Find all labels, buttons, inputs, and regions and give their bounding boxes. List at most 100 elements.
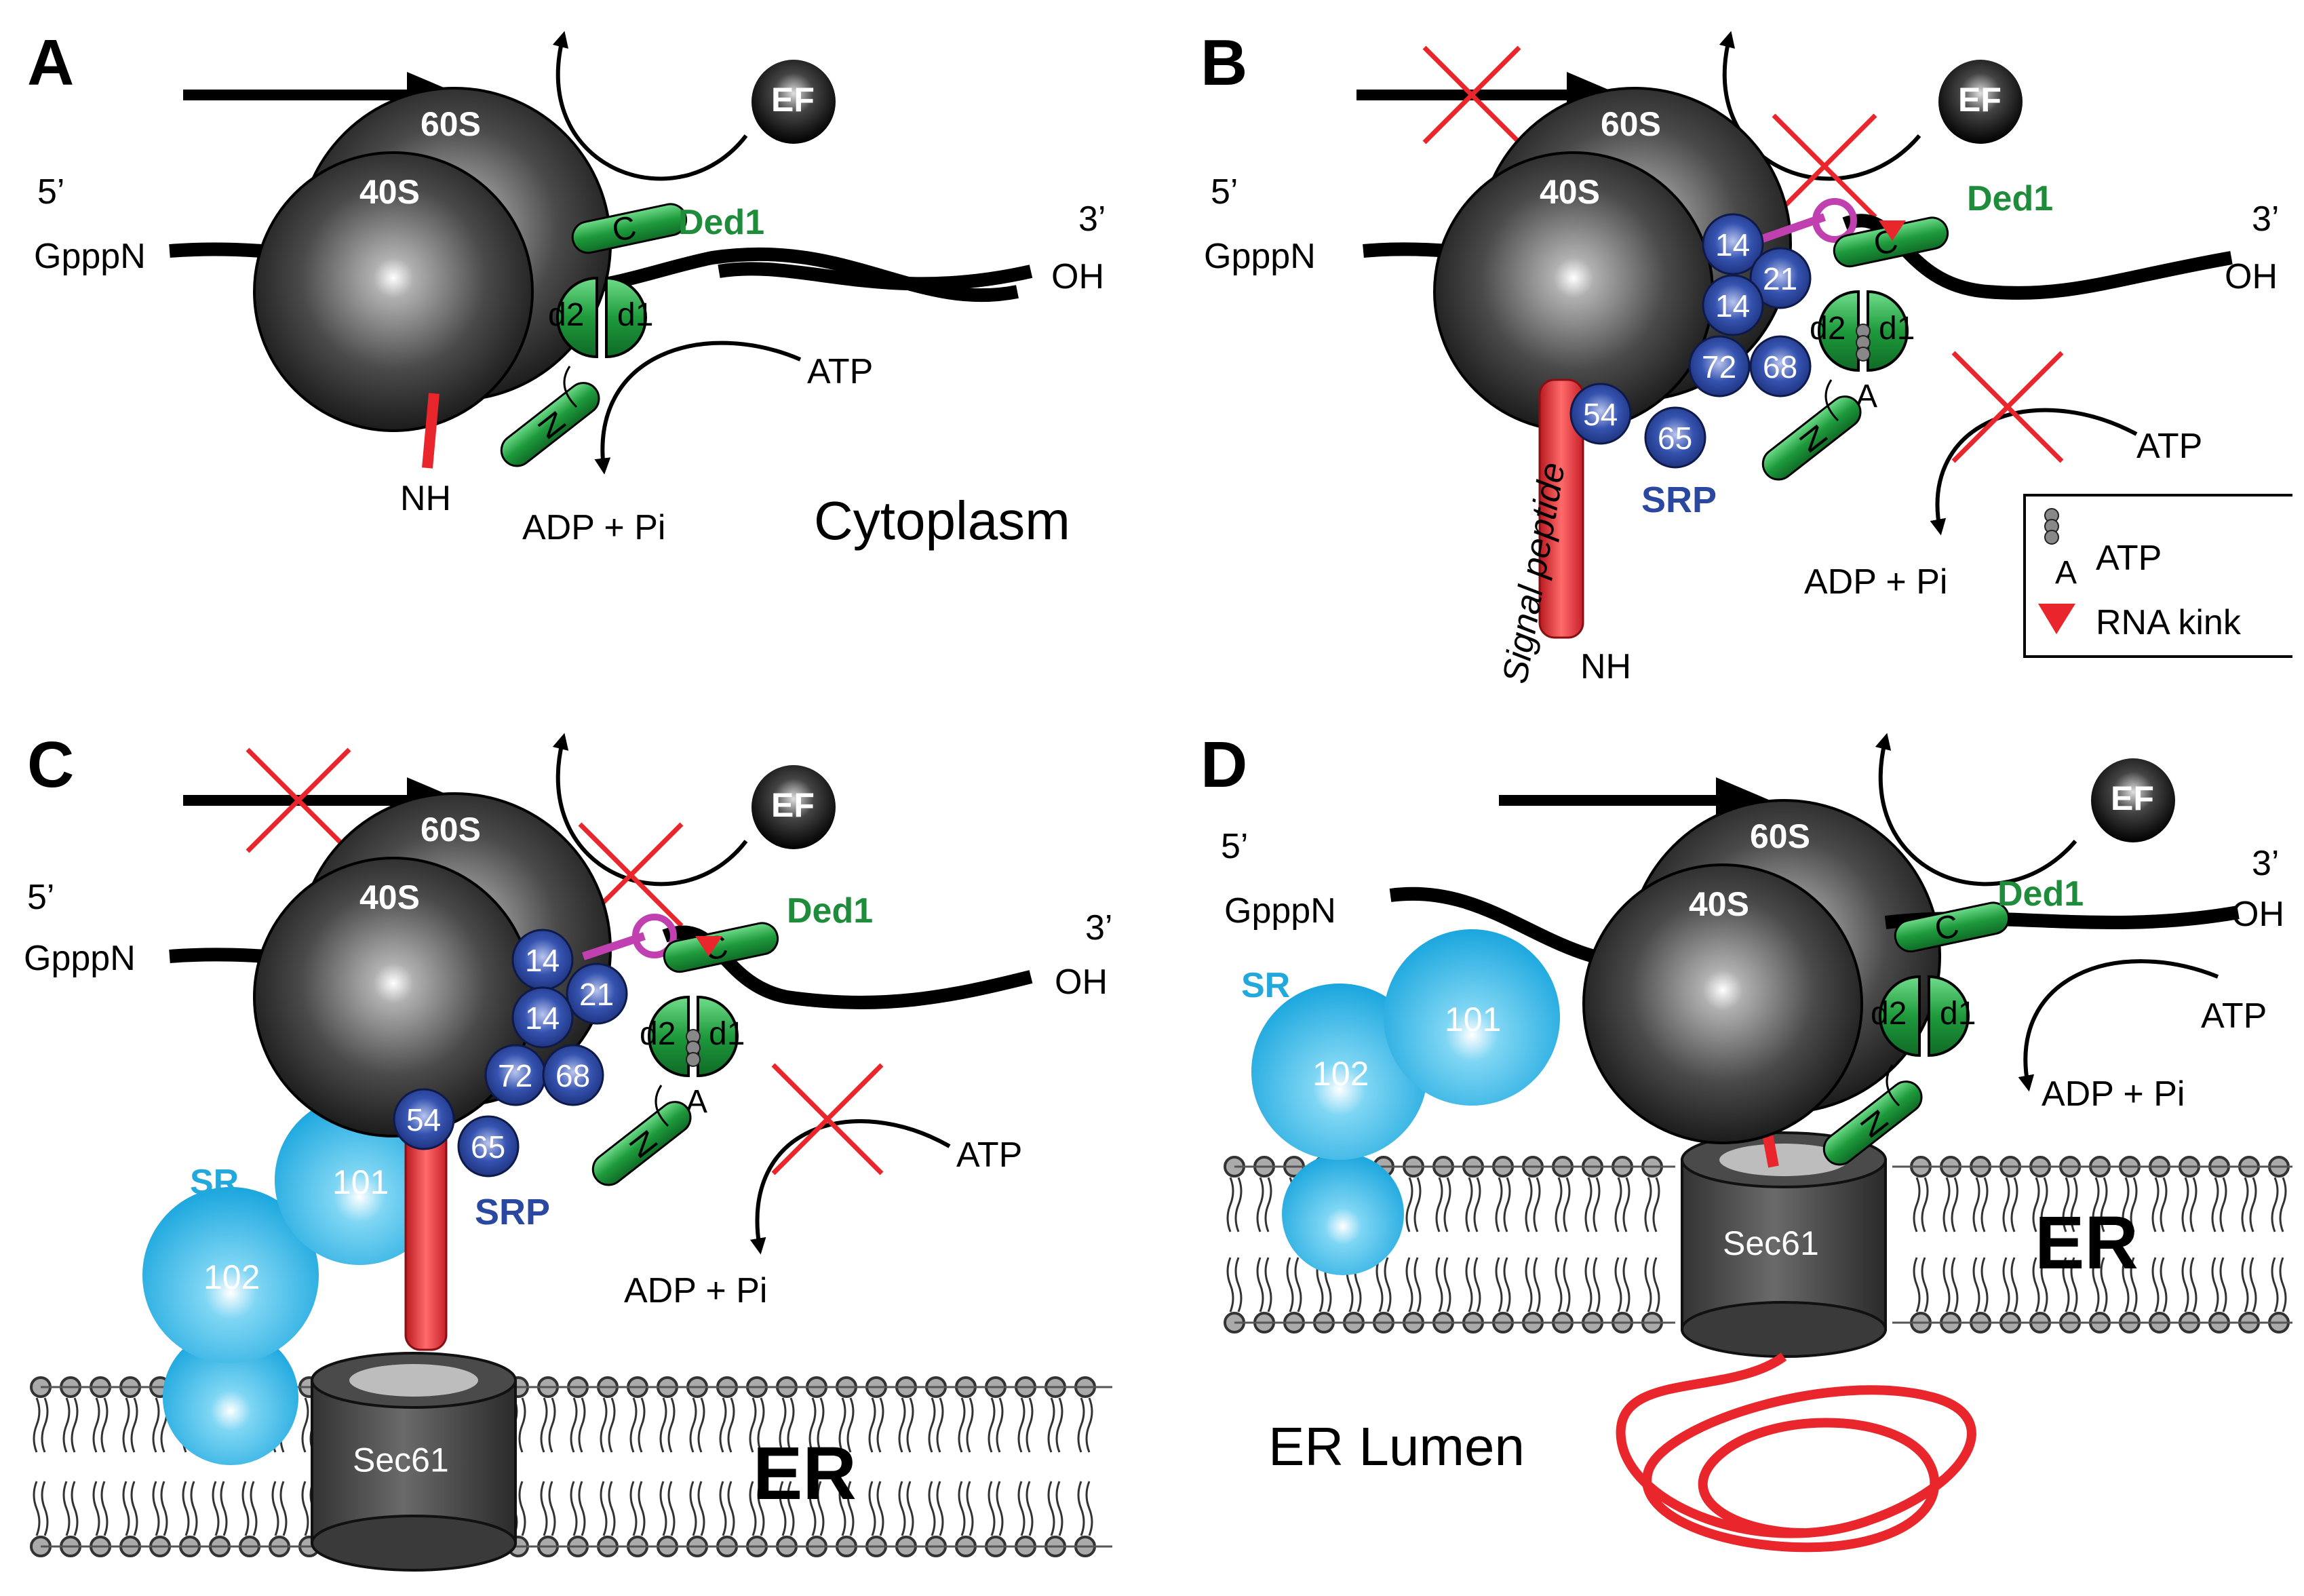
ded1-d2-domain [648,995,690,1078]
ded1-n-helix: N [591,1101,692,1186]
label-40s: 40S [359,878,420,916]
lipid-tail [779,1481,795,1536]
lipid-tail [808,1481,825,1536]
lipid-tail [808,1397,825,1453]
nascent-peptide [422,393,440,469]
legend-kink-icon [2038,604,2075,634]
ded1-linker [655,1085,669,1127]
lipid-tail [659,1481,676,1536]
c-helix-body [571,203,688,254]
lipid-tail [2002,1257,2018,1312]
lipid-tail [122,1397,138,1453]
srp-label: SRP [1641,480,1717,520]
oh-label: OH [1055,962,1108,1002]
ded1-c-helix: C [663,922,779,973]
lipid-tail [241,1481,258,1536]
ded1-d2-domain [1879,975,1921,1057]
ef-release-arrow [552,733,748,887]
lipid-tail [1614,1257,1631,1312]
lipid-tail [1644,1257,1660,1312]
srp-subunit [1749,335,1812,397]
srp-subunit [1569,383,1632,445]
ded1-label: Ded1 [787,891,873,931]
atp-label: ATP [2201,996,2267,1036]
ef-label: EF [771,81,815,119]
lipid-tail [928,1397,944,1453]
ef-release-blocked [1772,113,1877,219]
lipid-tail [838,1397,855,1453]
lipid-tail [838,1481,855,1536]
lipid-tail [92,1397,109,1453]
sr-101 [1384,929,1560,1106]
sec61-label: Sec61 [1723,1224,1819,1262]
atp-label: ATP [956,1135,1022,1175]
label-d2: d2 [640,1016,676,1052]
sr-anchor [1282,1153,1404,1275]
sec61-pore [1719,1144,1848,1176]
lipid-tail [1047,1397,1063,1453]
ded1-d1-domain [1867,290,1909,372]
srp-subunit-label: 65 [471,1129,505,1165]
lipid-tail [749,1481,765,1536]
ded1-d1-domain [697,995,739,1078]
lipid-tail [2241,1177,2257,1232]
ribosome-40s [1582,863,1863,1144]
lipid-tail [1495,1177,1511,1232]
lipid-tail [928,1481,944,1536]
label-d1: d1 [617,297,653,333]
label-40s: 40S [359,173,420,211]
translocation-blocked [246,747,351,853]
rna-kink [695,936,722,956]
label-60s: 60S [421,105,481,143]
lipid-tail [2181,1177,2198,1232]
ef-factor [751,60,836,144]
lipid-tail [2062,1257,2078,1312]
lipid-tail [62,1397,79,1453]
lipid-tail [212,1481,228,1536]
atp-hydrolysis-arrow [594,340,802,475]
srp-subunit [1702,213,1764,275]
srp-subunit [1702,274,1764,336]
ded1-d1-domain [605,276,647,359]
three-prime-label: 3’ [1085,908,1112,948]
atp-hydrolysis-blocked [771,1063,884,1175]
lipid-tail [749,1397,765,1453]
lipid-tail [868,1397,884,1453]
lipid-tail [2092,1257,2108,1312]
lipid-tail [1555,1177,1571,1232]
lipid-tail [1555,1257,1571,1312]
lipid-tail [122,1481,138,1536]
signal-peptide [1538,378,1584,639]
legend-atp-bead [2044,530,2059,545]
lipid-tail [1465,1177,1481,1232]
srp-subunit-label: 72 [498,1058,532,1093]
sr-label: SR [190,1163,239,1202]
ded1-label: Ded1 [678,203,764,242]
ded1-d1-domain [1928,975,1970,1057]
sr-anchor [163,1329,298,1465]
lipid-tail [629,1397,646,1453]
cap-label: GpppN [34,237,146,276]
atp-bead [1856,347,1871,362]
ded1-c-helix: C [1894,901,2010,953]
lipid-tail [1405,1177,1422,1232]
srp-subunit-label: 72 [1702,349,1736,385]
ded1-linker [1824,379,1839,422]
sr102-label: 102 [1312,1055,1369,1093]
lipid-tail [33,1397,49,1453]
lipid-tail [1525,1177,1541,1232]
sr-102 [1251,984,1428,1160]
adp-label: ADP + Pi [2042,1074,2185,1114]
srp-ded1-contact [1812,198,1857,243]
panel-letter-b: B [1200,26,1247,99]
lipid-tail [689,1397,705,1453]
lipid-tail [2211,1257,2227,1312]
lipid-tail [898,1481,914,1536]
five-prime-label: 5’ [1221,827,1248,866]
atp-bead [686,1052,701,1067]
lipid-tail [182,1481,198,1536]
label-d2: d2 [1871,996,1907,1032]
